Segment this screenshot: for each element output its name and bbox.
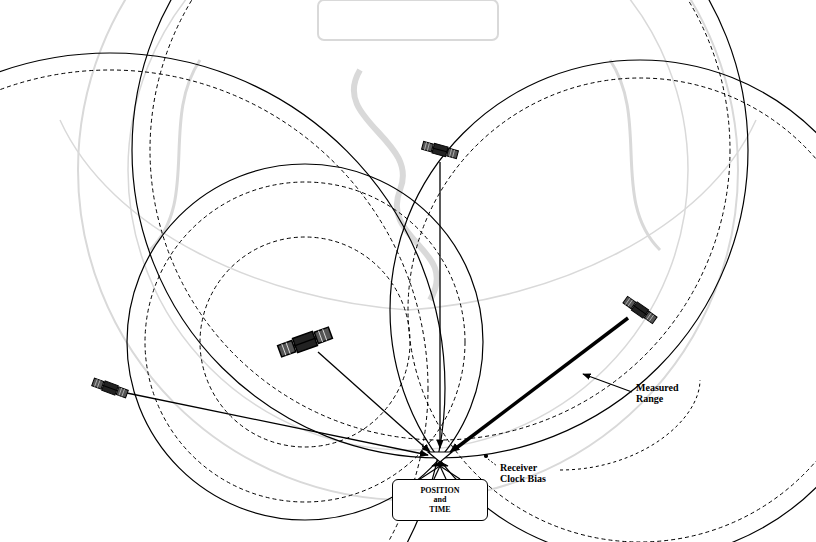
watermark-seal — [60, 0, 756, 500]
callout-label: Measured Range — [636, 382, 694, 404]
receiver-symbol — [420, 452, 488, 479]
result-box: POSITION and TIME — [392, 479, 488, 521]
box-text: POSITION and TIME — [420, 486, 459, 514]
range-lines — [122, 162, 440, 455]
callout-label: Receiver Clock Bias — [500, 462, 560, 484]
satellites — [91, 141, 657, 399]
measured-range-line — [450, 318, 628, 452]
leader-lines — [488, 374, 700, 470]
